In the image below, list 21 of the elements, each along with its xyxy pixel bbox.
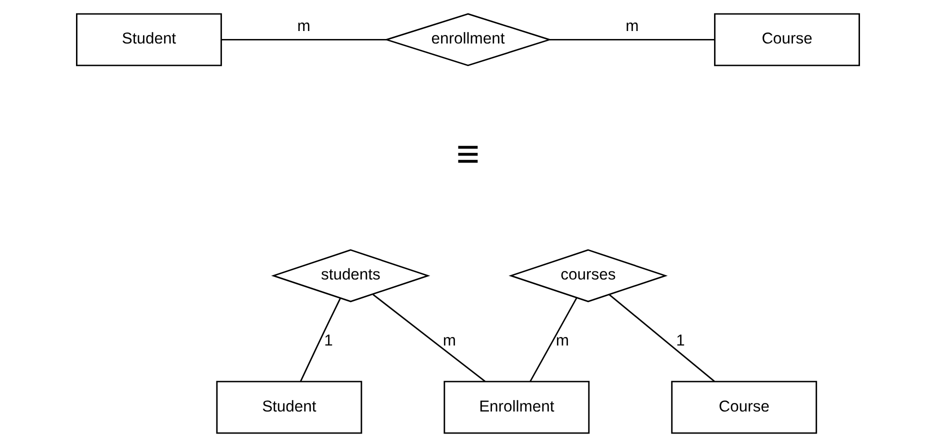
- node-box: Student: [216, 380, 362, 434]
- node-diamond: students: [271, 249, 430, 302]
- edge-label: m: [442, 332, 456, 350]
- connector: [530, 297, 578, 382]
- connector: [300, 298, 341, 382]
- node-box: Course: [671, 380, 818, 434]
- node-diamond: courses: [508, 249, 668, 302]
- connector: [550, 38, 715, 40]
- edge-label: m: [626, 18, 639, 35]
- node-box: Student: [76, 13, 222, 66]
- edge-label: 1: [676, 332, 685, 350]
- edge-label: m: [297, 18, 310, 35]
- node-box: Course: [714, 13, 860, 66]
- edge-label: m: [556, 332, 569, 350]
- label: ≡: [456, 132, 480, 177]
- edge-label: 1: [324, 332, 333, 350]
- connector: [372, 294, 486, 382]
- node-box: Enrollment: [444, 380, 590, 434]
- node-diamond: enrollment: [384, 13, 552, 66]
- connector: [221, 38, 386, 40]
- connector: [608, 294, 715, 382]
